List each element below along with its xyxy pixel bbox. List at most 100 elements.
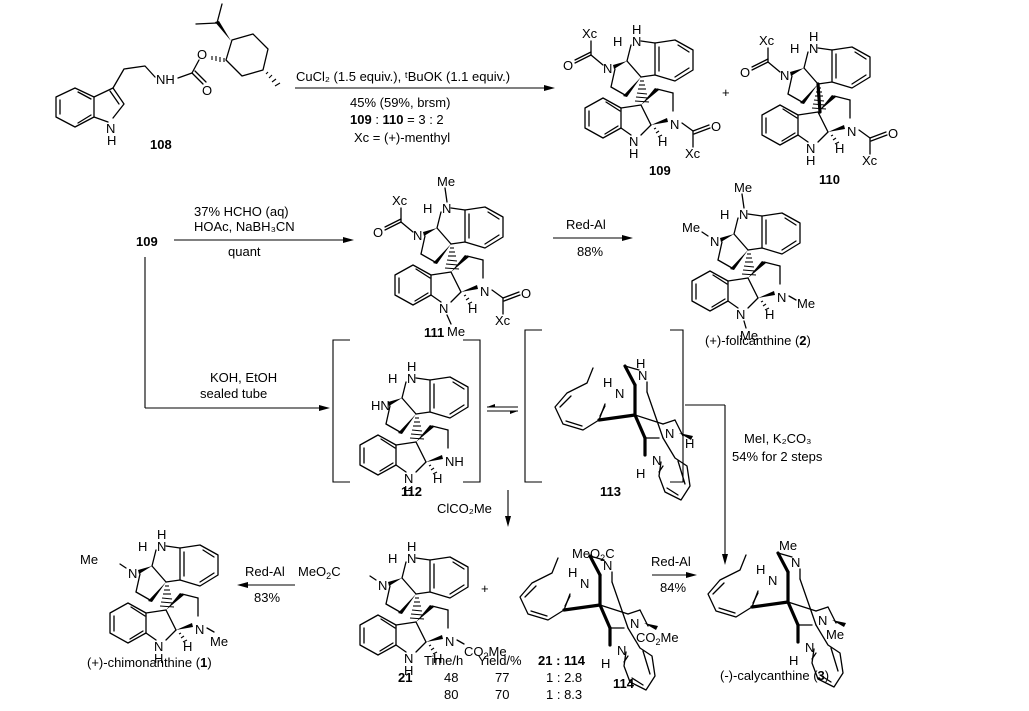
step4-reagents-2: sealed tube <box>200 386 267 401</box>
h-label: H <box>107 133 116 148</box>
reaction-arrow-step2: 109 37% HCHO (aq) HOAc, NaBH₃CN quant <box>136 204 354 411</box>
svg-text:H: H <box>157 527 166 542</box>
svg-text:Me: Me <box>80 552 98 567</box>
step6-reagent: Red-Al <box>245 564 285 579</box>
table-header-time: Time/h <box>424 653 463 668</box>
table-cell-ratio: 1 : 8.3 <box>546 687 582 702</box>
svg-text:H: H <box>183 639 192 654</box>
svg-text:Xc: Xc <box>392 193 408 208</box>
svg-text:Xc: Xc <box>862 153 878 168</box>
svg-text:N: N <box>818 613 827 628</box>
svg-text:Me: Me <box>740 328 758 343</box>
svg-text:Xc: Xc <box>495 313 511 328</box>
step2-reagents-2: HOAc, NaBH₃CN <box>194 219 295 234</box>
svg-text:Me: Me <box>797 296 815 311</box>
svg-text:O: O <box>373 225 383 240</box>
svg-text:O: O <box>521 286 531 301</box>
svg-text:CO2Me: CO2Me <box>636 630 679 647</box>
compound-calycanthine: N Me H N N Me N H <box>706 538 846 689</box>
compound-label-110: 110 <box>819 172 840 187</box>
plus-sign-1: + <box>722 85 730 100</box>
svg-text:H: H <box>138 539 147 554</box>
svg-text:N: N <box>195 622 204 637</box>
svg-text:H: H <box>765 307 774 322</box>
reaction-arrow-step7: Red-Al 84% <box>651 554 697 595</box>
svg-text:H: H <box>423 201 432 216</box>
compound-21: H N H N MeO2C N CO2Me N H H <box>298 539 507 678</box>
compound-chimonanthine: H N H N Me N Me N H H <box>80 527 228 666</box>
step1-reagents: CuCl₂ (1.5 equiv.), ᵗBuOK (1.1 equiv.) <box>296 69 510 84</box>
compound-label-113: 113 <box>600 484 621 499</box>
svg-text:N: N <box>128 566 137 581</box>
compound-label-114: 114 <box>613 676 635 691</box>
svg-text:N: N <box>378 578 387 593</box>
svg-text:H: H <box>404 663 413 678</box>
svg-text:H: H <box>629 146 638 161</box>
svg-text:N: N <box>617 643 626 658</box>
svg-text:N: N <box>630 616 639 631</box>
step8-reagents-2: 54% for 2 steps <box>732 449 823 464</box>
table-header-ratio: 21 : 114 <box>538 653 586 668</box>
svg-text:H: H <box>601 656 610 671</box>
svg-text:N: N <box>603 558 612 573</box>
carbonyl-o: O <box>202 83 212 98</box>
svg-text:H: H <box>388 371 397 386</box>
svg-text:N: N <box>847 124 856 139</box>
svg-text:NH: NH <box>445 454 464 469</box>
svg-text:Me: Me <box>682 220 700 235</box>
step3-yield: 88% <box>577 244 603 259</box>
svg-text:O: O <box>888 126 898 141</box>
svg-text:H: H <box>468 301 477 316</box>
results-table: Time/h Yield/% 21 : 114 21 48 77 1 : 2.8… <box>398 653 586 702</box>
reaction-arrow-step6: Red-Al 83% <box>237 564 295 605</box>
svg-text:N: N <box>154 639 163 654</box>
table-header-yield: Yield/% <box>478 653 522 668</box>
svg-text:Me: Me <box>210 634 228 649</box>
svg-text:N: N <box>442 201 451 216</box>
bracket-112 <box>332 339 481 483</box>
svg-text:H: H <box>789 653 798 668</box>
step1-note: Xc = (+)-menthyl <box>354 130 450 145</box>
step5-reagent: ClCO₂Me <box>437 501 492 516</box>
svg-text:N: N <box>652 453 661 468</box>
step4-reagents-1: KOH, EtOH <box>210 370 277 385</box>
svg-text:Me: Me <box>826 627 844 642</box>
svg-text:N: N <box>739 207 748 222</box>
svg-text:N: N <box>780 68 789 83</box>
compound-109: H N H N O Xc N O Xc N H H 109 <box>563 22 721 178</box>
svg-text:N: N <box>805 640 814 655</box>
compound-name-calycanthine: (-)-calycanthine (3) <box>720 668 829 683</box>
svg-text:H: H <box>388 551 397 566</box>
compound-108: N H NH O O 108 <box>55 3 281 152</box>
svg-text:N: N <box>407 551 416 566</box>
svg-text:N: N <box>157 539 166 554</box>
svg-text:H: H <box>636 466 645 481</box>
svg-text:N: N <box>791 555 800 570</box>
reaction-arrow-step1: CuCl₂ (1.5 equiv.), ᵗBuOK (1.1 equiv.) 4… <box>295 69 555 145</box>
svg-text:Me: Me <box>734 180 752 195</box>
svg-text:O: O <box>711 119 721 134</box>
reaction-arrow-step8: MeI, K₂CO₃ 54% for 2 steps <box>685 404 823 565</box>
svg-text:N: N <box>629 134 638 149</box>
svg-text:N: N <box>768 573 777 588</box>
table-cell-yield: 77 <box>495 670 509 685</box>
svg-text:N: N <box>638 368 647 383</box>
ester-o: O <box>197 47 207 62</box>
svg-text:N: N <box>736 307 745 322</box>
equilibrium-arrows <box>487 404 518 414</box>
table-cell-time: 80 <box>444 687 458 702</box>
step8-reagents-1: MeI, K₂CO₃ <box>744 431 811 446</box>
svg-text:H: H <box>720 207 729 222</box>
svg-text:H: H <box>603 375 612 390</box>
compound-label-108: 108 <box>150 137 172 152</box>
svg-text:H: H <box>658 134 667 149</box>
svg-text:N: N <box>404 651 413 666</box>
compound-113: N H H N N H N H <box>553 356 694 502</box>
svg-text:N: N <box>665 426 674 441</box>
svg-text:H: H <box>433 471 442 486</box>
svg-text:Me: Me <box>779 538 797 553</box>
step6-yield: 83% <box>254 590 280 605</box>
svg-text:N: N <box>404 471 413 486</box>
svg-text:H: H <box>632 22 641 37</box>
